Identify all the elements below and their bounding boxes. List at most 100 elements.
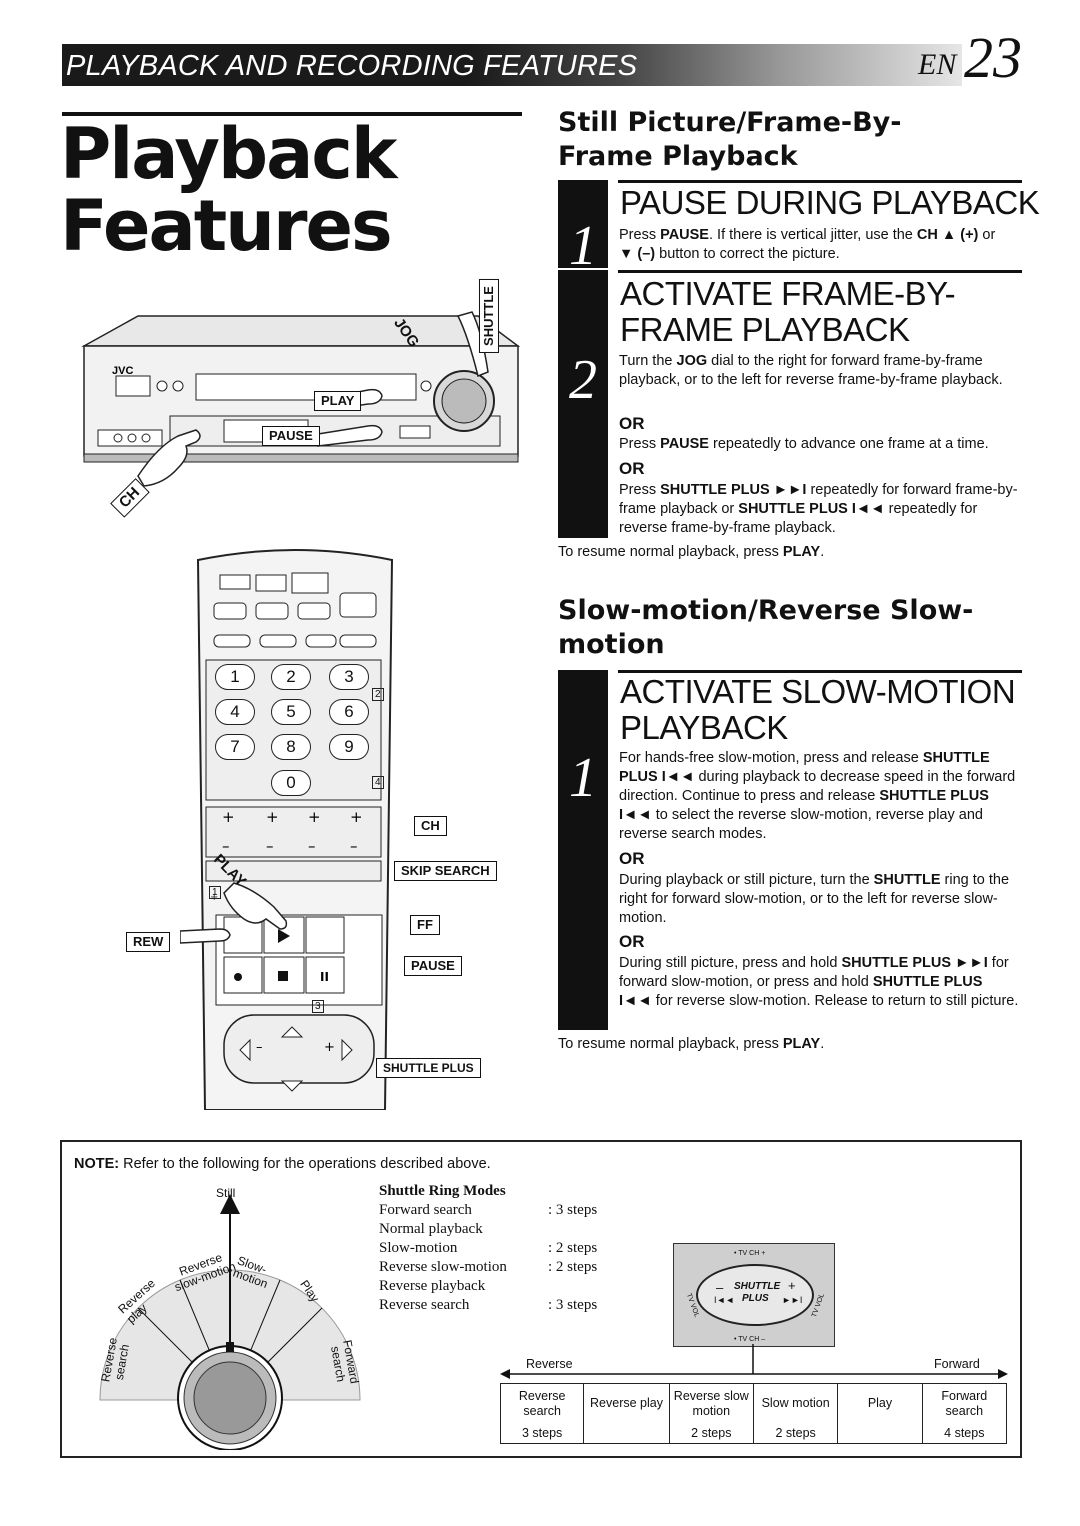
step-rule <box>618 670 1022 673</box>
step-block-pause: 1 <box>558 180 608 277</box>
dial-label-still: Still <box>216 1186 236 1200</box>
section2-heading-line2: motion <box>558 629 665 660</box>
svg-text:–: – <box>256 1040 263 1055</box>
or-label: OR <box>619 932 645 951</box>
panel-tv-ch-minus: • TV CH – <box>734 1336 766 1343</box>
remote-skip-search-label: SKIP SEARCH <box>394 861 497 881</box>
header-title: PLAYBACK AND RECORDING FEATURES <box>66 50 638 82</box>
svg-text:–: – <box>350 837 358 855</box>
remote-marker-2: 2 <box>372 688 384 701</box>
vcr-shuttle-label: SHUTTLE <box>478 279 499 353</box>
key-5: 5 <box>271 699 311 725</box>
remote-ff-label: FF <box>410 915 440 935</box>
svg-text:+: + <box>308 808 321 826</box>
vcr-illustration: JVC <box>81 311 521 487</box>
section1-heading-line2: Frame Playback <box>558 141 798 172</box>
table-mode: Reverse play <box>583 1383 670 1424</box>
shuttle-dial-diagram <box>99 1194 361 1450</box>
svg-text:+: + <box>222 808 235 826</box>
step-text-frame-3: Press SHUTTLE PLUS ►►I repeatedly for fo… <box>619 482 1018 536</box>
page-prefix: EN <box>918 48 957 81</box>
panel-plus-text: PLUS <box>742 1293 769 1304</box>
shuttle-button-panel: • TV CH + • TV CH – TV VOL TV VOL SHUTTL… <box>673 1243 835 1347</box>
vcr-pause-label: PAUSE <box>262 426 320 446</box>
table-steps: 2 steps <box>668 1423 754 1444</box>
prev-icon: I◄◄ <box>714 1295 735 1305</box>
remote-pause-label: PAUSE <box>404 956 462 976</box>
step-text-frame-1: Turn the JOG dial to the right for forwa… <box>619 353 1003 388</box>
or-label: OR <box>619 849 645 868</box>
next-icon: ►►I <box>782 1295 803 1305</box>
step-rule <box>618 180 1022 183</box>
panel-tv-ch-plus: • TV CH + <box>734 1250 766 1257</box>
svg-text:–: – <box>222 837 230 855</box>
step-number: 1 <box>569 215 597 277</box>
direction-arrow <box>500 1344 1008 1379</box>
table-steps: 3 steps <box>499 1423 585 1444</box>
table-steps <box>837 1423 923 1444</box>
svg-text:+: + <box>350 808 363 826</box>
remote-marker-3: 3 <box>312 1000 324 1013</box>
svg-text:+: + <box>324 1040 335 1055</box>
step-text-slow-3: During still picture, press and hold SHU… <box>619 955 1019 1009</box>
or-label: OR <box>619 459 645 478</box>
header-band <box>62 44 962 86</box>
mode-name: Forward search <box>379 1202 472 1218</box>
step-text-slow-1: For hands-free slow-motion, press and re… <box>619 750 1016 842</box>
page-number: 23 <box>964 25 1022 90</box>
resume-note: To resume normal playback, press PLAY. <box>558 1036 825 1052</box>
svg-text:+: + <box>266 808 279 826</box>
step-number: 1 <box>569 747 597 809</box>
step-block-slowmotion: 1 <box>558 670 608 1030</box>
table-mode: Reverse search <box>499 1383 585 1424</box>
table-mode: Play <box>837 1383 923 1424</box>
vcr-brand: JVC <box>112 365 133 377</box>
panel-shuttle-text: SHUTTLE <box>734 1281 781 1292</box>
remote-ch-label: CH <box>414 816 447 836</box>
mode-name: Reverse search <box>379 1297 470 1313</box>
step-text-pause: Press PAUSE. If there is vertical jitter… <box>619 227 996 262</box>
panel-minus-icon: – <box>716 1280 724 1295</box>
remote-shuttle-plus-label: SHUTTLE PLUS <box>376 1058 481 1078</box>
shuttle-plus-table: Reverse search Reverse play Reverse slow… <box>499 1383 1008 1444</box>
key-0: 0 <box>271 770 311 796</box>
table-mode: Slow motion <box>752 1383 839 1424</box>
table-mode: Forward search <box>921 1383 1008 1424</box>
shuttle-plus-oval: SHUTTLE PLUS – + I◄◄ ►►I <box>696 1264 814 1326</box>
remote-rew-label: REW <box>126 932 171 952</box>
or-label: OR <box>619 414 645 433</box>
section2-heading-line1: Slow-motion/Reverse Slow- <box>558 595 974 626</box>
panel-plus-icon: + <box>788 1278 796 1293</box>
table-steps <box>583 1423 670 1444</box>
mode-steps: : 3 steps <box>548 1202 598 1218</box>
mode-steps: : 2 steps <box>548 1240 598 1256</box>
mode-name: Normal playback <box>379 1221 483 1237</box>
note-text: NOTE: Refer to the following for the ope… <box>74 1156 491 1172</box>
direction-forward: Forward <box>934 1357 980 1371</box>
page-title-line2: Features <box>60 185 393 267</box>
step-title-frame: ACTIVATE FRAME-BY- FRAME PLAYBACK <box>620 275 956 348</box>
key-3: 3 <box>329 664 369 690</box>
step-number: 2 <box>569 349 597 411</box>
shuttle-modes-heading: Shuttle Ring Modes <box>379 1183 506 1199</box>
step-text-frame-2: Press PAUSE repeatedly to advance one fr… <box>619 436 989 452</box>
note-box <box>60 1140 1022 1458</box>
svg-text:–: – <box>308 837 316 855</box>
resume-note: To resume normal playback, press PLAY. <box>558 544 825 560</box>
remote-marker-4: 4 <box>372 776 384 789</box>
mode-name: Slow-motion <box>379 1240 458 1256</box>
key-9: 9 <box>329 734 369 760</box>
key-7: 7 <box>215 734 255 760</box>
remote-marker-1: 1 <box>209 886 221 899</box>
svg-text:–: – <box>266 837 274 855</box>
step-block-frame: 2 <box>558 270 608 538</box>
key-2: 2 <box>271 664 311 690</box>
remote-illustration: – + II + + + + + – – – – <box>180 549 394 1110</box>
vcr-play-label: PLAY <box>314 391 362 411</box>
key-8: 8 <box>271 734 311 760</box>
section1-heading-line1: Still Picture/Frame-By- <box>558 107 902 138</box>
remote-keypad: 1 2 3 4 5 6 7 8 9 0 <box>205 662 375 802</box>
step-title-pause: PAUSE DURING PLAYBACK <box>620 184 1040 221</box>
mode-steps: : 2 steps <box>548 1259 598 1275</box>
table-steps: 4 steps <box>921 1423 1008 1444</box>
